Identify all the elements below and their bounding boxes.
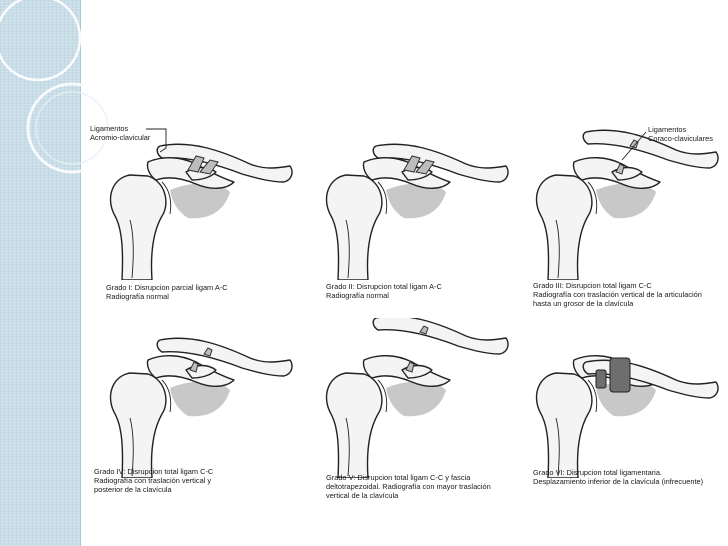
caption-grade-3: Grado III: Disrupcion total ligam C-C Ra… — [533, 281, 702, 309]
shoulder-illustration-grade-2 — [325, 143, 509, 280]
decorative-sidebar — [0, 0, 81, 546]
ac-ligaments-label: Ligamentos Acromio-clavicular — [90, 124, 151, 142]
caption-grade-6: Grado VI: Disrupcion total ligamentaria.… — [533, 468, 704, 487]
shoulder-illustration-grade-1 — [109, 143, 293, 280]
decorative-circles — [0, 0, 110, 174]
shoulder-illustration-grade-5 — [325, 318, 509, 478]
caption-grade-2: Grado II: Disrupcion total ligam A-C Rad… — [326, 282, 442, 301]
caption-grade-5: Grado V: Disrupcion total ligam C-C y fa… — [326, 473, 491, 501]
caption-grade-1: Grado I: Disrupcion parcial ligam A-C Ra… — [106, 283, 228, 302]
shoulder-illustration-grade-6 — [535, 355, 719, 478]
caption-grade-4: Grado IV: Disrupcion total ligam C-C Rad… — [94, 467, 214, 495]
shoulder-illustration-grade-4 — [109, 337, 293, 478]
shoulder-illustration-grade-3 — [535, 129, 719, 280]
cc-ligaments-label: Ligamentos Coraco-claviculares — [648, 125, 713, 143]
